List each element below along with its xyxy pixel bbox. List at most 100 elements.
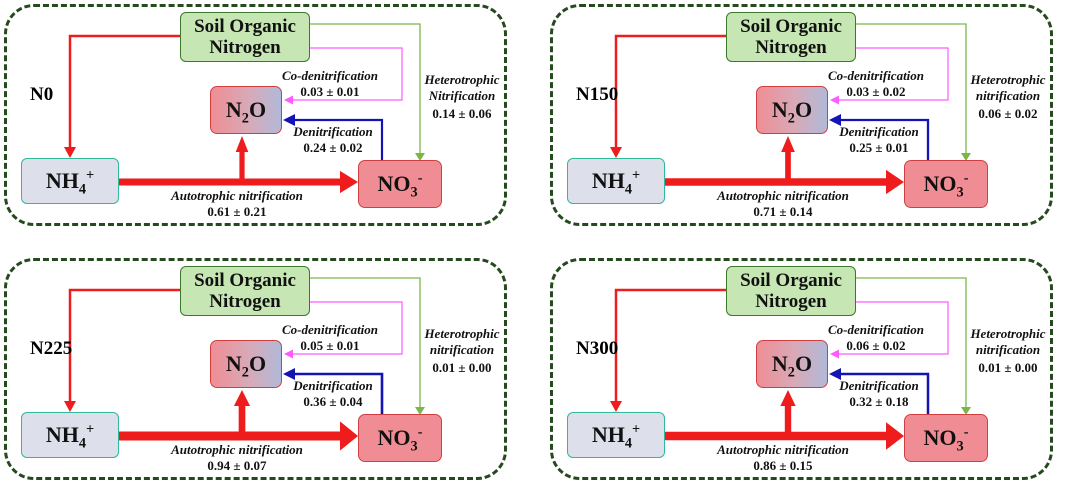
autotrophic-value: 0.86 ± 0.15 [753, 458, 813, 473]
co-denitrification-arrow [292, 301, 403, 355]
n2o-node: N2O [210, 86, 282, 134]
n2o-main: N [771, 97, 788, 122]
autotrophic-label: Autotrophic nitrification [717, 442, 849, 457]
denitrification-arrowhead [829, 368, 841, 380]
n2o-node: N2O [210, 340, 282, 388]
co-denitrification-value: 0.05 ± 0.01 [300, 338, 360, 353]
denitrification-arrow [840, 372, 930, 414]
mineralization-arrowhead [64, 147, 76, 158]
soil-organic-nitrogen-node: Soil Organic Nitrogen [180, 12, 310, 62]
n2o-main: N [225, 351, 242, 376]
heterotrophic-value: 0.01 ± 0.00 [978, 360, 1038, 375]
heterotrophic-arrowhead [961, 407, 971, 415]
co-denitrification-arrow [838, 301, 949, 355]
denitrification-label: Denitrification [293, 124, 373, 139]
nitrate-node: NO3- [904, 160, 988, 208]
nh4-main: NH [45, 168, 79, 193]
n2o-main: N [771, 351, 788, 376]
mineralization-arrow [68, 288, 180, 402]
no3-sup: - [963, 424, 969, 441]
co-denitrification-arrowhead [284, 349, 293, 359]
mineralization-arrow [614, 34, 726, 148]
nh4-sup: + [632, 421, 641, 438]
nh4-sub: 4 [78, 435, 86, 452]
panel-frame [550, 4, 1053, 226]
denitrification-value: 0.25 ± 0.01 [849, 140, 909, 155]
n2o-emission-arrowhead [780, 390, 796, 406]
panel-n300: N300 Soil Organic Nitrogen N2O NH4+ NO3-… [548, 256, 1060, 484]
heterotrophic-label-2: nitrification [429, 342, 495, 357]
heterotrophic-arrow [310, 23, 421, 154]
n2o-node: N2O [756, 340, 828, 388]
heterotrophic-label-2: nitrification [975, 342, 1041, 357]
flux-arrows [610, 23, 971, 195]
panel-frame [4, 4, 507, 226]
autotrophic-arrowhead [886, 169, 904, 195]
autotrophic-label: Autotrophic nitrification [171, 442, 303, 457]
autotrophic-label: Autotrophic nitrification [171, 188, 303, 203]
heterotrophic-label: Heterotrophic [424, 72, 500, 87]
son-line2: Nitrogen [209, 291, 281, 312]
co-denitrification-arrowhead [284, 95, 293, 105]
panel-n0: N0 Soil Organic Nitrogen N2O NH4+ NO3- C… [2, 2, 514, 230]
no3-main: NO [377, 425, 411, 450]
n2o-tail: O [248, 351, 267, 376]
denitrification-arrowhead [283, 114, 295, 126]
autotrophic-arrowhead [340, 170, 358, 194]
son-line1: Soil Organic [740, 16, 842, 37]
ammonium-node: NH4+ [21, 158, 119, 204]
co-denitrification-arrowhead [830, 95, 839, 105]
nh4-sup: + [86, 421, 95, 438]
son-line2: Nitrogen [209, 37, 281, 58]
n2o-node: N2O [756, 86, 828, 134]
denitrification-value: 0.32 ± 0.18 [849, 394, 909, 409]
nh4-sup: + [632, 167, 641, 184]
denitrification-label: Denitrification [839, 124, 919, 139]
nitrate-node: NO3- [904, 414, 988, 462]
ammonium-node: NH4+ [21, 412, 119, 458]
nh4-sub: 4 [624, 181, 632, 198]
denitrification-value: 0.24 ± 0.02 [303, 140, 363, 155]
co-denitrification-label: Co-denitrification [827, 322, 925, 337]
no3-sup: - [963, 170, 969, 187]
no3-sup: - [417, 170, 423, 187]
mineralization-arrowhead [610, 401, 622, 412]
heterotrophic-value: 0.01 ± 0.00 [432, 360, 492, 375]
n2o-main: N [225, 97, 242, 122]
n2o-emission-arrowhead [235, 136, 249, 152]
son-line1: Soil Organic [194, 16, 296, 37]
son-line2: Nitrogen [755, 37, 827, 58]
soil-organic-nitrogen-node: Soil Organic Nitrogen [180, 266, 310, 316]
n2o-emission-arrowhead [781, 136, 795, 152]
soil-organic-nitrogen-node: Soil Organic Nitrogen [726, 266, 856, 316]
panel-frame [550, 258, 1053, 480]
n2o-sub: 2 [241, 364, 249, 381]
denitrification-arrowhead [283, 368, 295, 380]
mineralization-arrow [68, 34, 180, 148]
son-line2: Nitrogen [755, 291, 827, 312]
no3-sub: 3 [410, 438, 418, 455]
denitrification-value: 0.36 ± 0.04 [303, 394, 363, 409]
flux-arrows [64, 23, 425, 194]
panel-n225: N225 Soil Organic Nitrogen N2O NH4+ NO3-… [2, 256, 514, 484]
co-denitrification-arrow [292, 47, 403, 101]
denitrification-label: Denitrification [839, 378, 919, 393]
mineralization-arrowhead [610, 147, 622, 158]
autotrophic-label: Autotrophic nitrification [717, 188, 849, 203]
nh4-sub: 4 [624, 435, 632, 452]
treatment-label: N0 [30, 84, 54, 105]
treatment-label: N150 [576, 84, 619, 105]
no3-main: NO [377, 171, 411, 196]
autotrophic-value: 0.94 ± 0.07 [207, 458, 267, 473]
co-denitrification-value: 0.06 ± 0.02 [846, 338, 906, 353]
co-denitrification-label: Co-denitrification [281, 322, 379, 337]
heterotrophic-value: 0.06 ± 0.02 [978, 106, 1038, 121]
heterotrophic-label: Heterotrophic [970, 72, 1046, 87]
no3-sub: 3 [956, 184, 964, 201]
denitrification-arrow [294, 372, 384, 414]
no3-main: NO [923, 171, 957, 196]
n2o-sub: 2 [787, 110, 795, 127]
son-line1: Soil Organic [740, 270, 842, 291]
panel-n150: N150 Soil Organic Nitrogen N2O NH4+ NO3-… [548, 2, 1060, 230]
